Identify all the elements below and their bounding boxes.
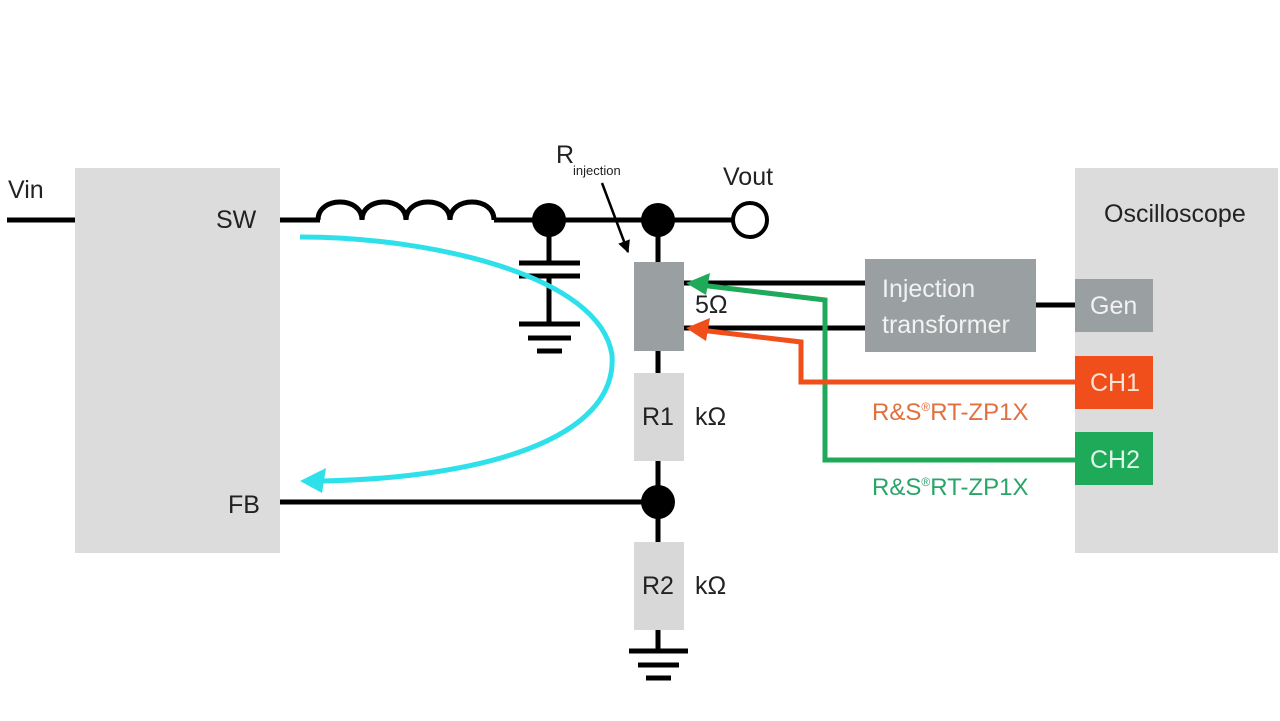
injection-transformer-line2: transformer [882,311,1010,339]
r2-unit: kΩ [695,572,726,600]
ch2-probe-arrowhead [686,273,710,295]
r-injection-pointer-arrow [600,182,630,254]
ch1-port [1075,356,1153,409]
injection-transformer-block [865,259,1036,352]
feedback-loop-arrowhead [300,468,326,493]
gen-port [1075,279,1153,332]
svg-text:R&S®RT-ZP1X: R&S®RT-ZP1X [872,474,1028,501]
junction-node-cap [532,203,566,237]
junction-node-out [641,203,675,237]
sw-pin-label: SW [216,206,257,234]
gen-port-label: Gen [1090,292,1137,320]
ch2-port [1075,432,1153,485]
r1-label: R1 [642,403,674,431]
ch1-probe-arrowhead [686,318,710,341]
ch1-probe-label: R&S®RT-ZP1X [872,399,1028,426]
svg-text:injection: injection [573,163,621,178]
vout-label: Vout [723,163,773,191]
vin-label: Vin [8,176,44,204]
fb-pin-label: FB [228,491,260,519]
ground-icon-cap [519,321,580,354]
ch2-port-label: CH2 [1090,446,1140,474]
junction-node-fb [641,485,675,519]
feedback-loop-arrow [299,234,615,484]
r1-resistor [634,373,684,461]
svg-text:R: R [556,141,574,169]
r2-label: R2 [642,572,674,600]
converter-block [75,168,280,553]
r-injection-resistor [634,262,684,351]
injection-transformer-line1: Injection [882,275,975,303]
inductor-icon [315,199,497,221]
ch2-probe-label: R&S®RT-ZP1X [872,474,1028,501]
ground-icon-r2 [629,648,688,681]
ch1-port-label: CH1 [1090,369,1140,397]
ch1-probe-wire [699,327,1075,385]
r-injection-label: R injection [556,141,621,178]
r-injection-value: 5Ω [695,291,728,319]
svg-text:R&S®RT-ZP1X: R&S®RT-ZP1X [872,399,1028,426]
r2-resistor [634,542,684,630]
r1-unit: kΩ [695,403,726,431]
vout-terminal-icon [731,201,769,239]
oscilloscope-label: Oscilloscope [1104,200,1246,228]
